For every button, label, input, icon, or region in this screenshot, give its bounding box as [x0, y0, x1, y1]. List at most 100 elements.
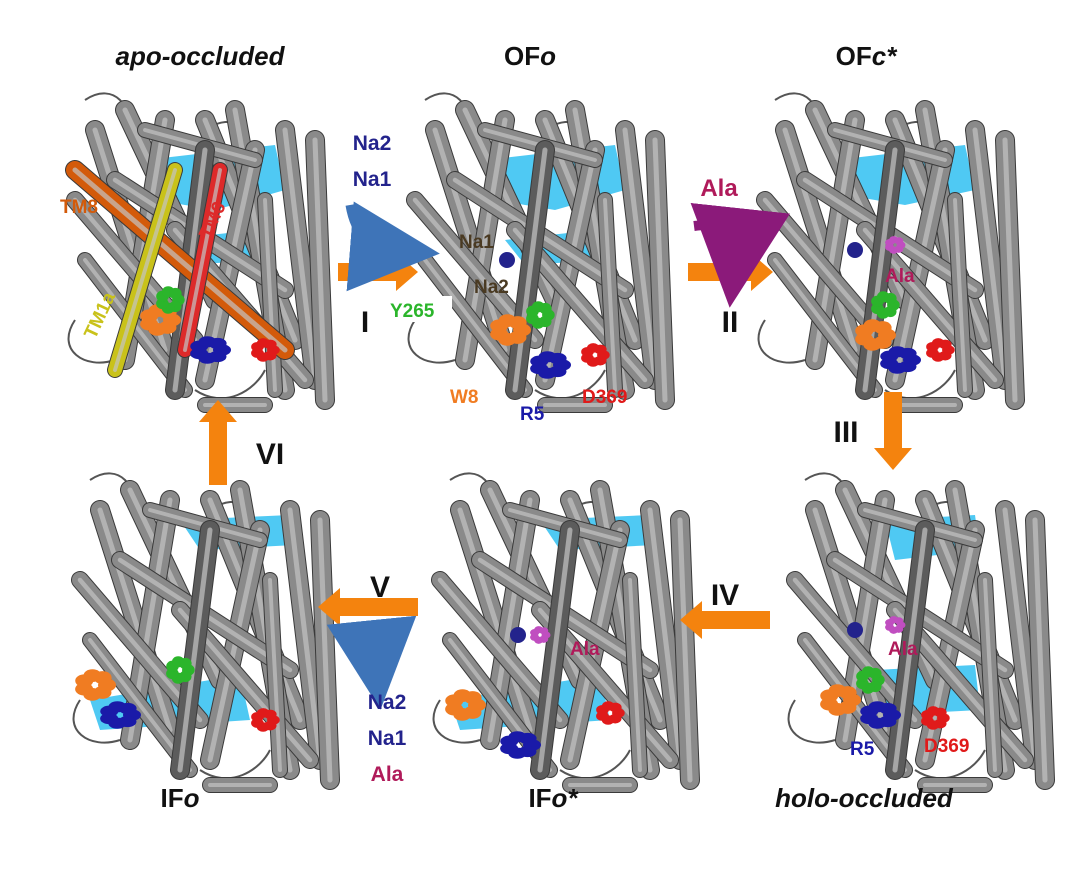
holo-occluded-helix-1-shine [812, 507, 888, 733]
ifo-helix-7-shine [287, 507, 323, 763]
tm6-helix-shine [183, 168, 222, 352]
d369-label: D369 [582, 387, 627, 408]
ifos-r5-residue [500, 731, 541, 759]
apo-occluded-protein [65, 92, 335, 413]
ifos-d369-residue [596, 701, 625, 725]
bind-na1-label: Na1 [353, 168, 392, 191]
ifo-helix-dark-shine [177, 527, 213, 773]
release-ala-label: Ala [371, 763, 404, 786]
holo-w8-residue [820, 684, 861, 716]
tm1a-label: TM1a [80, 289, 120, 342]
ofc-w8-residue [855, 319, 896, 351]
ofc-helix-14-shine [953, 198, 967, 392]
ofo-helix-8-shine [652, 137, 668, 403]
holo-d369-label: D369 [924, 736, 969, 757]
step-6-arrow [199, 400, 237, 485]
state-title-holo-occluded: holo-occluded [775, 783, 954, 813]
step-1-arrow [338, 253, 418, 291]
ala-binding-curved-arrow [690, 202, 791, 308]
holo-ala-label: Ala [888, 639, 918, 660]
y265-label-bg [386, 296, 452, 322]
apo-occluded-helix-7-shine [282, 127, 318, 383]
ifo-helix-14-shine [268, 578, 282, 772]
ofo-helix-1-shine [432, 127, 508, 353]
w8-label: W8 [450, 387, 479, 408]
ofc-y265-residue [871, 291, 900, 319]
ifos-protein [431, 472, 700, 793]
apo-y265-residue [156, 286, 185, 314]
ofc-d369-residue [926, 338, 955, 362]
na-binding-curved-arrow [345, 201, 440, 292]
holo-d369-residue [921, 706, 950, 730]
release-na1-label: Na1 [368, 727, 407, 750]
step-5-arrow [318, 588, 418, 626]
state-title-ofc: OFc* [836, 41, 899, 71]
ifos-helix-dark-shine [537, 527, 573, 773]
bind-ala-label: Ala [700, 175, 738, 202]
step-4-label: IV [711, 579, 739, 612]
ofc-na-ion [847, 242, 863, 258]
step-6-label: VI [256, 438, 284, 471]
ifos-ala-label: Ala [570, 639, 600, 660]
ifo-protein [71, 472, 340, 793]
step-3-arrow [874, 392, 912, 470]
holo-r5-label: R5 [850, 739, 875, 760]
step-4-arrow [680, 601, 770, 639]
tm8-label: TM8 [60, 197, 98, 218]
apo-d369-residue [251, 338, 280, 362]
ofo-na-ion [499, 252, 515, 268]
ofc-ala-ligand [885, 236, 906, 254]
ifos-helix-14-shine [628, 578, 642, 772]
ofo-helix-dark-shine [512, 147, 548, 393]
na1-label: Na1 [459, 232, 494, 253]
ifos-helix-8-shine [677, 517, 693, 783]
ofc-r5-residue [880, 346, 921, 374]
state-title-ifo-star: IFo* [528, 783, 579, 813]
tm8-helix-shine [72, 167, 288, 353]
holo-ala-ligand [885, 616, 906, 634]
ofo-d369-residue [581, 343, 610, 367]
state-title-ofo: OFo [504, 41, 556, 71]
holo-na-ion [847, 622, 863, 638]
apo-r5-residue [190, 336, 231, 364]
ofo-helix-7-shine [622, 127, 658, 383]
ofc-ala-label: Ala [885, 266, 915, 287]
release-na2-label: Na2 [368, 691, 407, 714]
ifos-w8-residue [445, 689, 486, 721]
ifos-helix-7-shine [647, 507, 683, 763]
holo-occluded-helix-8-shine [1032, 517, 1048, 783]
holo-occluded-protein [786, 472, 1055, 793]
na2-label: Na2 [474, 277, 509, 298]
apo-occluded-helix-8-shine [312, 137, 328, 403]
ifos-ala-ligand [530, 626, 551, 644]
release-curved-arrow [326, 615, 417, 710]
ofc-helix-8-shine [1002, 137, 1018, 403]
ifo-r5-residue [100, 701, 141, 729]
ofc-helix-7-shine [972, 127, 1008, 383]
step-5-label: V [370, 571, 390, 604]
holo-y265-residue [856, 666, 885, 694]
ifo-w8-residue [75, 669, 116, 701]
ofo-protein [406, 92, 675, 413]
holo-occluded-helix-7-shine [1002, 507, 1038, 763]
ofo-w8-residue [490, 314, 531, 346]
ofo-r5-residue [530, 351, 571, 379]
step-3-label: III [833, 416, 858, 449]
state-title-apo-occluded: apo-occluded [115, 41, 285, 71]
ifos-helix-1-shine [457, 507, 533, 733]
holo-occluded-helix-14-shine [983, 578, 997, 772]
ifo-y265-residue [166, 656, 195, 684]
state-title-ifo: IFo [161, 783, 200, 813]
holo-occluded-helix-dark-shine [892, 527, 928, 773]
tm1a-helix-shine [113, 168, 177, 372]
step-2-label: II [722, 306, 739, 339]
r5-label: R5 [520, 404, 545, 425]
ofo-helix-14-shine [603, 198, 617, 392]
ifo-d369-residue [251, 708, 280, 732]
ifo-helix-8-shine [317, 517, 333, 783]
y265-label: Y265 [390, 301, 435, 322]
ofc-helix-1-shine [782, 127, 858, 353]
ifos-na-ion [510, 627, 526, 643]
